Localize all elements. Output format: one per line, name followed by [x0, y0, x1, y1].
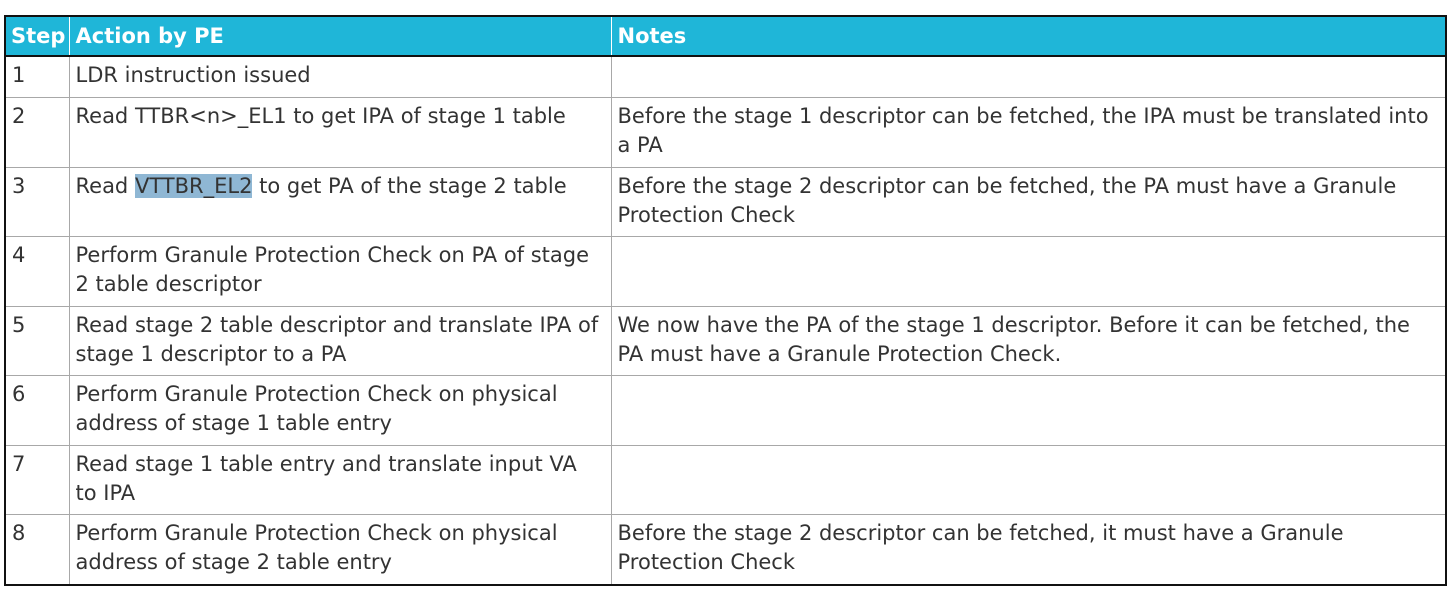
notes-cell: Before the stage 2 descriptor can be fet… [610, 513, 1445, 584]
step-cell: 6 [6, 374, 69, 445]
table-row: 8 Perform Granule Protection Check on ph… [6, 513, 1445, 584]
action-cell: Perform Granule Protection Check on PA o… [68, 235, 611, 306]
notes-cell [610, 444, 1445, 514]
table-row: 4 Perform Granule Protection Check on PA… [6, 235, 1445, 306]
step-cell: 4 [6, 235, 69, 306]
step-cell: 8 [6, 513, 69, 584]
step-cell: 5 [6, 305, 69, 375]
action-cell: Read stage 2 table descriptor and transl… [68, 305, 611, 375]
notes-cell: We now have the PA of the stage 1 descri… [610, 305, 1445, 375]
notes-cell [610, 235, 1445, 306]
step-cell: 3 [6, 166, 69, 236]
action-text-pre: Read [75, 173, 135, 198]
table-row: 2 Read TTBR<n>_EL1 to get IPA of stage 1… [6, 96, 1445, 167]
step-cell: 2 [6, 96, 69, 167]
action-cell: Read VTTBR_EL2 to get PA of the stage 2 … [68, 166, 611, 236]
step-cell: 7 [6, 444, 69, 514]
header-action: Action by PE [68, 17, 611, 57]
notes-cell [610, 56, 1445, 97]
action-cell: Read TTBR<n>_EL1 to get IPA of stage 1 t… [68, 96, 611, 167]
header-row: Step Action by PE Notes [6, 17, 1445, 57]
notes-cell [610, 374, 1445, 445]
table-row: 7 Read stage 1 table entry and translate… [6, 444, 1445, 514]
action-cell: LDR instruction issued [68, 56, 611, 97]
action-cell: Perform Granule Protection Check on phys… [68, 513, 611, 584]
header-step: Step [6, 17, 69, 57]
table-row: 5 Read stage 2 table descriptor and tran… [6, 305, 1445, 375]
table-row: 3 Read VTTBR_EL2 to get PA of the stage … [6, 166, 1445, 236]
notes-cell: Before the stage 1 descriptor can be fet… [610, 96, 1445, 167]
action-text-post: to get PA of the stage 2 table [252, 173, 567, 198]
table-body: 1 LDR instruction issued 2 Read TTBR<n>_… [6, 56, 1445, 584]
selected-text-highlight[interactable]: VTTBR_EL2 [134, 173, 253, 198]
table-row: 6 Perform Granule Protection Check on ph… [6, 374, 1445, 445]
action-cell: Read stage 1 table entry and translate i… [68, 444, 611, 514]
step-cell: 1 [12, 63, 26, 87]
notes-cell: Before the stage 2 descriptor can be fet… [610, 166, 1445, 236]
translation-steps-table-container: Step Action by PE Notes 1 LDR instructio… [4, 15, 1447, 586]
header-notes: Notes [610, 17, 1445, 57]
table-header: Step Action by PE Notes [6, 17, 1445, 57]
translation-steps-table: Step Action by PE Notes 1 LDR instructio… [6, 17, 1445, 584]
table-row: 1 LDR instruction issued [6, 56, 1445, 97]
action-cell: Perform Granule Protection Check on phys… [68, 374, 611, 445]
